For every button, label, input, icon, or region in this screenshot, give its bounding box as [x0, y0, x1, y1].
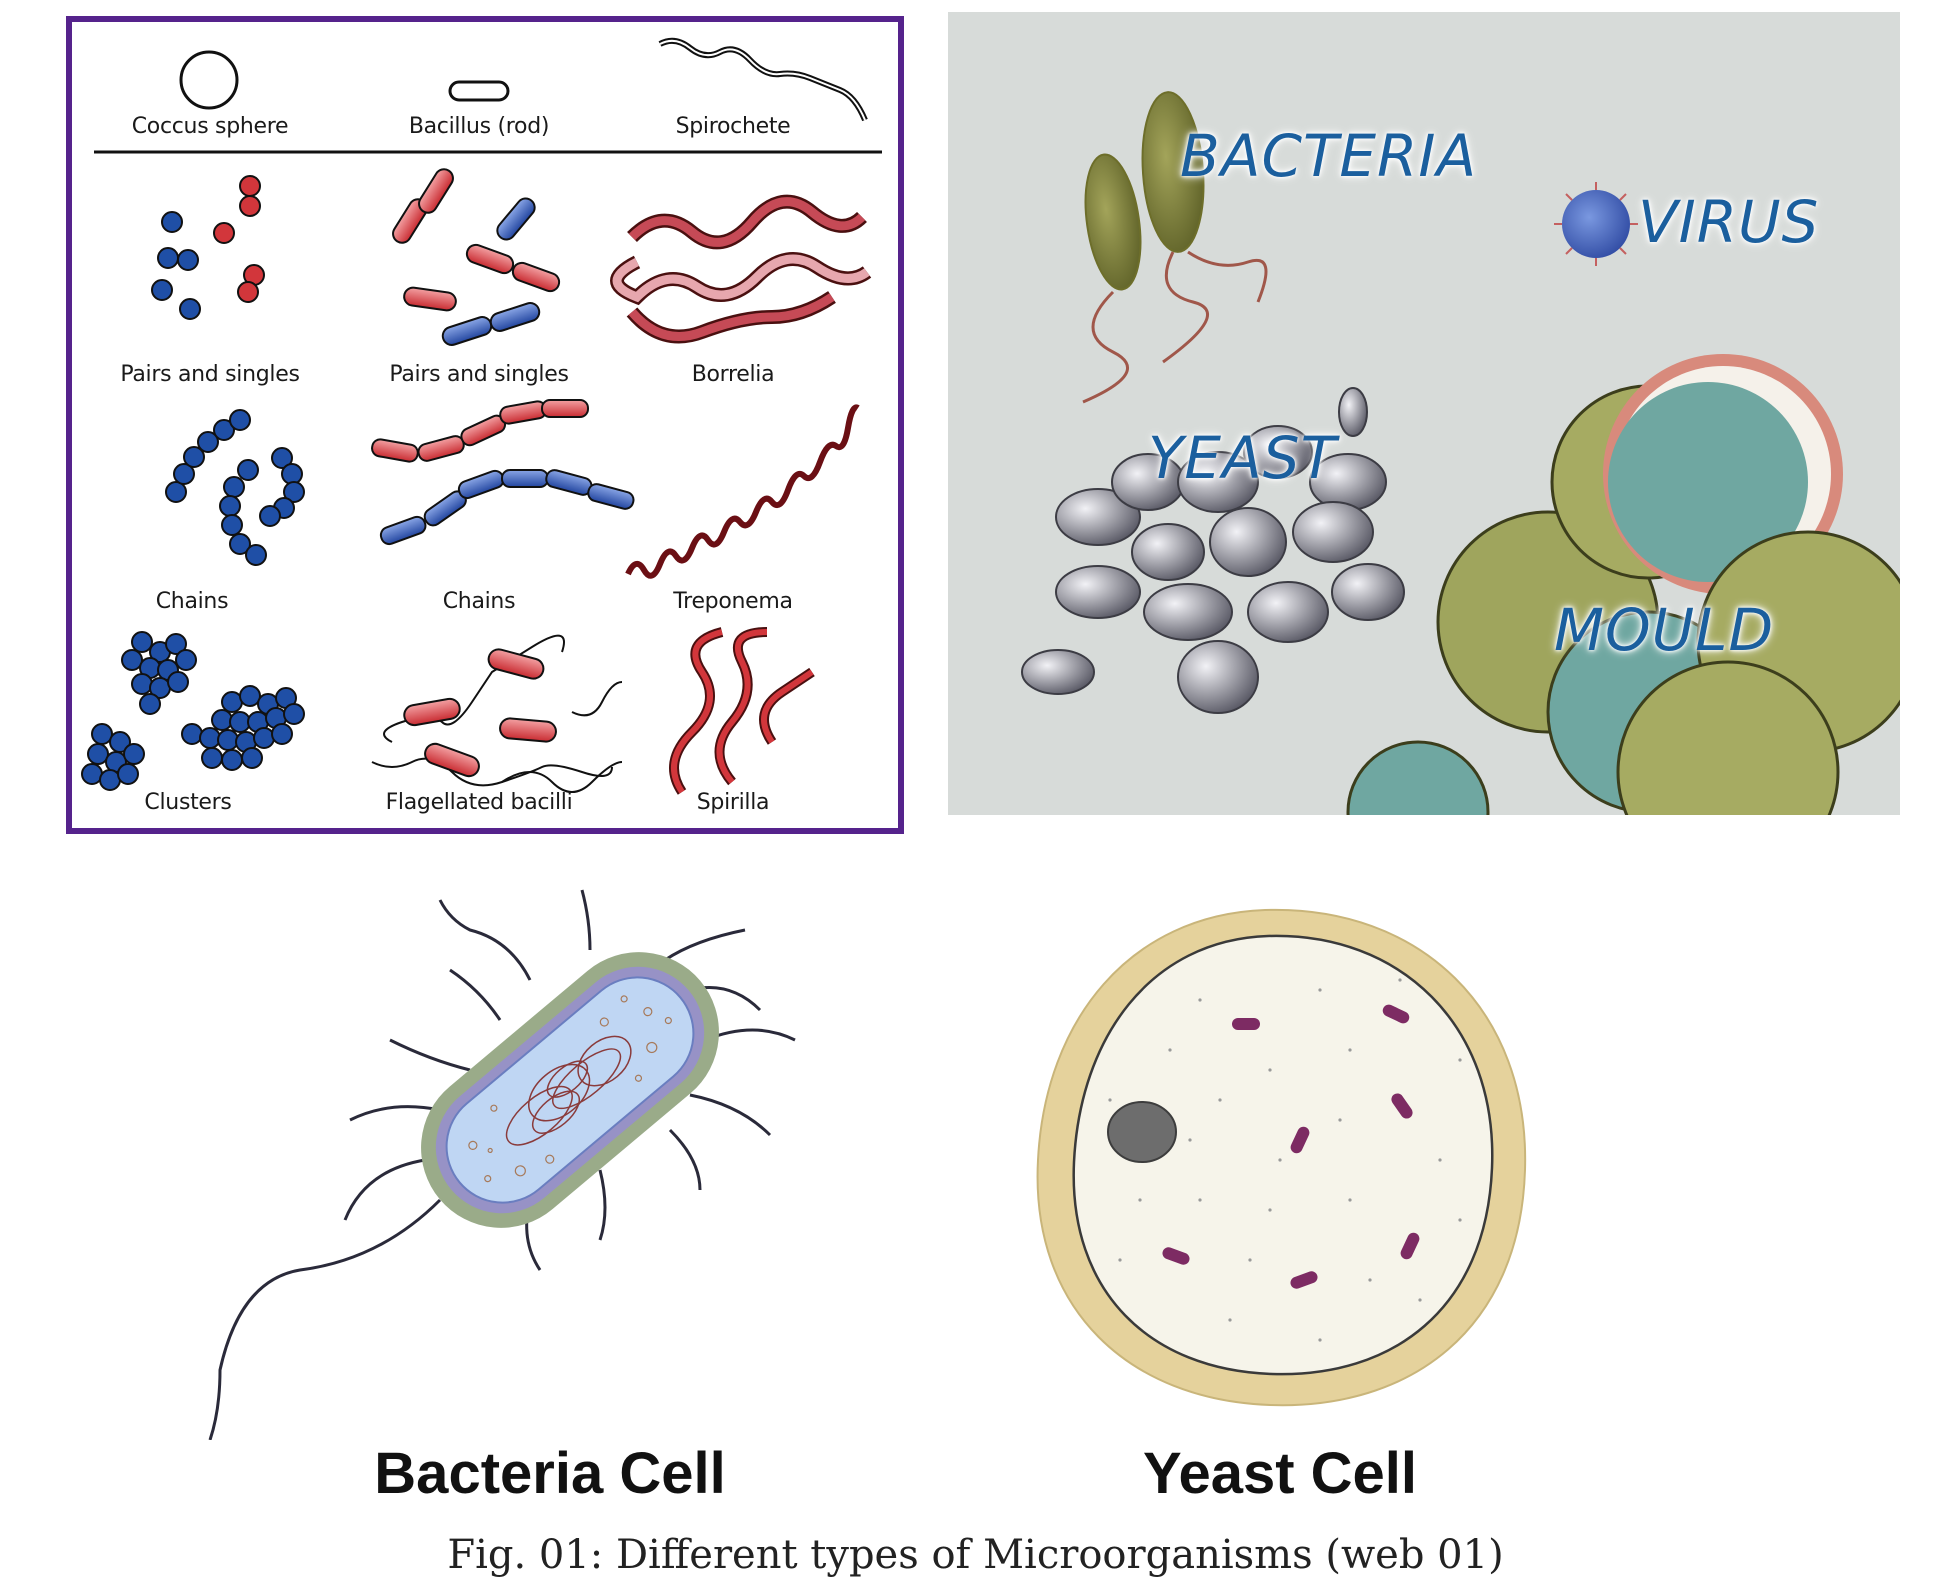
cocci-pairs-and-singles [151, 175, 265, 320]
spirochete-label: Spirochete [675, 114, 791, 139]
borrelia-illustration [610, 194, 872, 344]
cell-membrane [1072, 934, 1494, 1376]
spirilla-label: Spirilla [696, 790, 770, 815]
yeast-cell-caption: Yeast Cell [1142, 1441, 1418, 1506]
bacilli-chains [371, 399, 635, 546]
mould-illustration [1346, 354, 1900, 815]
bacilli-pairs-and-singles [392, 168, 561, 346]
bacteria-label: BACTERIA [1180, 122, 1478, 190]
bacteria-shapes-panel: Coccus sphere Bacillus (rod) Spirochete … [66, 16, 904, 834]
figure-caption: Fig. 01: Different types of Microorganis… [447, 1532, 1504, 1578]
flagellated-bacilli-label: Flagellated bacilli [385, 790, 573, 815]
organelles [1162, 1004, 1420, 1289]
spirilla-illustration [669, 627, 815, 795]
virus-illustration [1554, 182, 1638, 266]
flagellated-bacilli [371, 634, 623, 793]
clusters-label: Clusters [144, 790, 232, 815]
yeast-cell-diagram [1036, 908, 1527, 1407]
ribosomes [468, 995, 672, 1183]
coccus-sphere-label: Coccus sphere [131, 114, 289, 139]
bacteria-shapes-illustration [81, 37, 882, 795]
bacillus-rod-label: Bacillus (rod) [408, 114, 550, 139]
cocci-chains-label: Chains [155, 589, 229, 614]
cocci-chains [165, 409, 305, 566]
pili [208, 889, 796, 1440]
borrelia-label: Borrelia [691, 362, 775, 387]
bacillus-rod-icon [448, 80, 510, 102]
coccus-sphere-icon [179, 50, 239, 110]
treponema-label: Treponema [673, 589, 793, 614]
yeast-label: YEAST [1148, 424, 1337, 492]
bacteria-cell-diagram [208, 889, 796, 1440]
spirochete-icon [658, 37, 868, 122]
microorganisms-panel: BACTERIA VIRUS YEAST MOULD [948, 12, 1900, 815]
mould-label: MOULD [1554, 596, 1775, 664]
treponema-illustration [625, 404, 860, 579]
bacteria-illustration [1082, 91, 1268, 404]
bacilli-pairs-label: Pairs and singles [389, 362, 569, 387]
cytoplasm-dots [1108, 978, 1462, 1342]
cocci-clusters [81, 631, 305, 791]
nucleoid [505, 1035, 632, 1146]
nucleus [1107, 1101, 1177, 1163]
microorganisms-illustration [1021, 91, 1900, 815]
virus-label: VIRUS [1638, 188, 1820, 256]
bacilli-chains-label: Chains [442, 589, 516, 614]
bacteria-cell-caption: Bacteria Cell [374, 1441, 726, 1506]
yeast-illustration [1021, 387, 1405, 714]
cocci-pairs-label: Pairs and singles [120, 362, 300, 387]
